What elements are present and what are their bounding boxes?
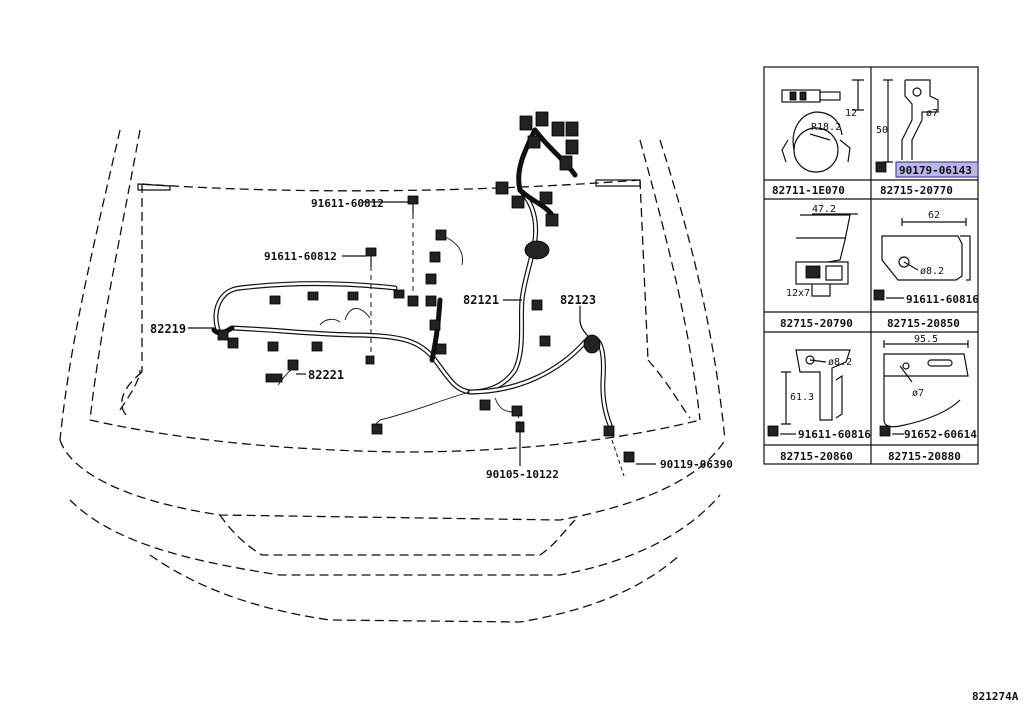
cell-82715-20860: ø8.2 61.3 91611-60816 82715-20860 [767, 349, 871, 463]
connector [519, 115, 533, 131]
part-82715-20850: 82715-20850 [887, 317, 960, 330]
connector [495, 181, 509, 195]
part-82715-20790: 82715-20790 [780, 317, 853, 330]
connector [539, 335, 551, 347]
diagram-code: 821274A [972, 690, 1019, 703]
label-82221: 82221 [308, 368, 344, 382]
dim-phi7-b: ø7 [912, 388, 924, 399]
connector [565, 121, 579, 137]
part-82711-1E070: 82711-1E070 [772, 184, 845, 197]
label-91611-60812-upper: 91611-60812 [311, 197, 384, 210]
vehicle-outline [59, 129, 726, 623]
label-90119-06390: 90119-06390 [660, 458, 733, 471]
label-82121: 82121 [463, 293, 499, 307]
dim-phi8-2: ø8.2 [920, 266, 944, 277]
dim-47-2: 47.2 [812, 204, 836, 215]
connector [365, 355, 375, 365]
part-91611-60816-a: 91611-60816 [906, 293, 979, 306]
grommet [524, 240, 550, 260]
cell-82715-20850: 62 ø8.2 91611-60816 82715-20850 [873, 210, 979, 330]
connector [311, 341, 323, 352]
engine-wire-harness [211, 127, 613, 429]
connector [429, 251, 441, 263]
connector [511, 195, 525, 209]
connector [531, 299, 543, 311]
connector [479, 399, 491, 411]
part-91611-60816-b: 91611-60816 [798, 428, 871, 441]
bolt-icon [875, 161, 887, 173]
connector [425, 295, 437, 307]
connector [217, 329, 229, 341]
bolt-icon [767, 425, 779, 437]
connector [435, 343, 447, 355]
connector [435, 229, 447, 241]
dim-95-5: 95.5 [914, 334, 938, 345]
label-91611-60812-lower: 91611-60812 [264, 250, 337, 263]
harness-connectors [217, 111, 615, 437]
dim-61-3: 61.3 [790, 392, 814, 403]
highlight-90179-06143 [895, 161, 979, 178]
cell-82711-1E070: 12 R18.2 82711-1E070 [772, 79, 864, 197]
connector [511, 405, 523, 417]
cell-82715-20880: 95.5 ø7 91652-60614 82715-20880 [879, 334, 977, 463]
label-82123: 82123 [560, 293, 596, 307]
dim-62: 62 [928, 210, 940, 221]
dim-12x7: 12x7 [786, 288, 810, 299]
main-fasteners [188, 195, 656, 477]
parts-table: 12 R18.2 82711-1E070 50 ø7 90179-06143 8… [763, 66, 979, 465]
cell-82715-20770: 50 ø7 90179-06143 82715-20770 [875, 79, 979, 197]
connector [551, 121, 565, 137]
main-labels: 91611-60812 91611-60812 82219 82221 8212… [150, 197, 733, 481]
connector [227, 337, 239, 349]
connector [269, 295, 281, 305]
label-90105-10122: 90105-10122 [486, 468, 559, 481]
connector [265, 373, 283, 383]
part-82715-20770: 82715-20770 [880, 184, 953, 197]
part-91652-60614: 91652-60614 [904, 428, 977, 441]
dim-phi8-2-b: ø8.2 [828, 357, 852, 368]
connector [307, 291, 319, 301]
connector [565, 139, 579, 155]
dim-50: 50 [876, 125, 888, 136]
connector [603, 425, 615, 437]
dim-r18-2: R18.2 [811, 122, 841, 133]
connector [393, 289, 405, 299]
connector [347, 291, 359, 301]
connector [425, 273, 437, 285]
connector [287, 359, 299, 371]
part-90179-06143: 90179-06143 [899, 164, 972, 177]
bolt-icon [873, 289, 885, 301]
grommet [583, 334, 601, 354]
label-82219: 82219 [150, 322, 186, 336]
bolt-icon [879, 425, 891, 437]
bolt-icon [623, 451, 635, 463]
connector [539, 191, 553, 205]
connector [407, 295, 419, 307]
part-82715-20860: 82715-20860 [780, 450, 853, 463]
dim-phi7: ø7 [926, 108, 938, 119]
connector [429, 319, 441, 331]
connector [527, 135, 541, 149]
connector [371, 423, 383, 435]
cell-82715-20790: 47.2 12x7 82715-20790 [780, 204, 858, 330]
connector [267, 341, 279, 352]
connector [559, 155, 573, 171]
connector [545, 213, 559, 227]
bolt-icon [365, 247, 377, 257]
bolt-icon [407, 195, 419, 205]
part-82715-20880: 82715-20880 [888, 450, 961, 463]
dim-12: 12 [845, 108, 857, 119]
connector [535, 111, 549, 127]
